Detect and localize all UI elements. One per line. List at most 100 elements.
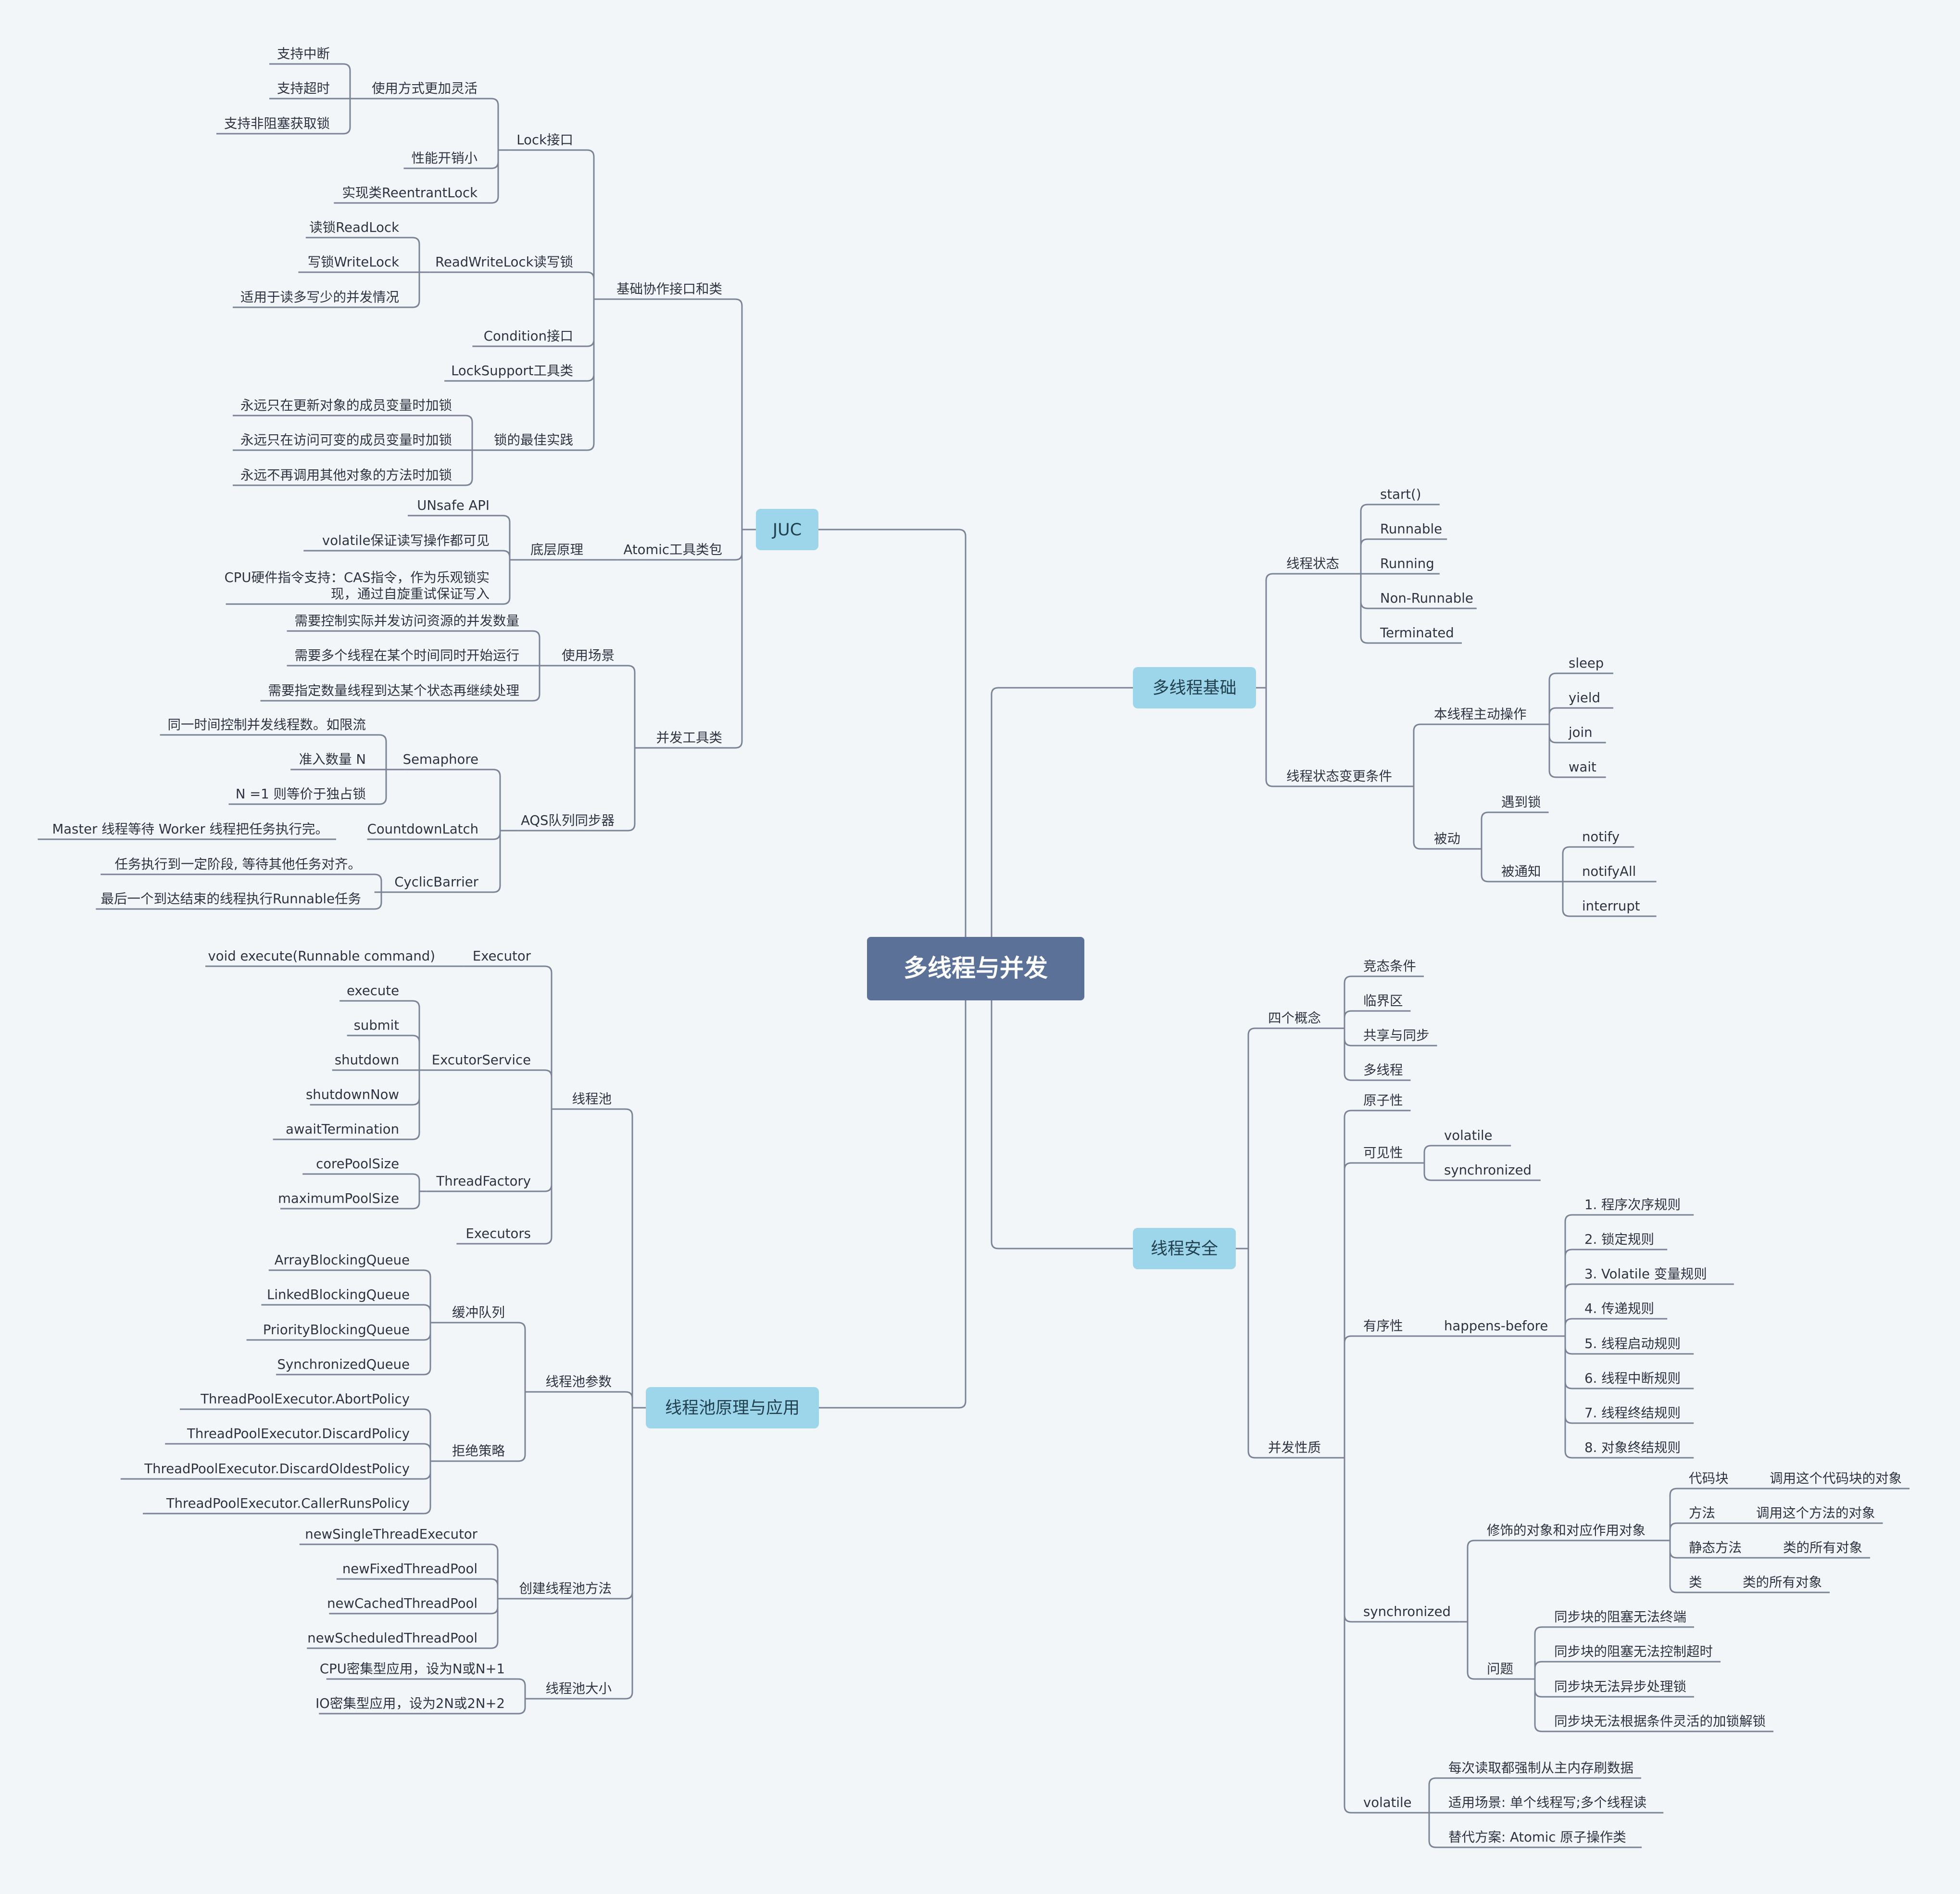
node-label: 最后一个到达结束的线程执行Runnable任务 [101,891,361,907]
connector-line [619,1408,633,1700]
node-label: newSingleThreadExecutor [305,1527,477,1542]
node-awaittermination: awaitTermination [273,1122,407,1140]
connector-line [497,550,511,560]
node-label: 使用方式更加灵活 [372,81,477,96]
node-label: newCachedThreadPool [327,1596,477,1611]
node-label: 读锁ReadLock [309,220,399,235]
node-label: ThreadFactory [436,1174,531,1189]
connector-line [417,1304,431,1323]
node-label: 6. 线程中断规则 [1584,1371,1681,1386]
connector-line [539,1069,553,1109]
node-: 同步块无法根据条件灵活的加锁解锁 [1546,1714,1773,1732]
node-label: LinkedBlockingQueue [267,1287,410,1302]
node-: 原子性 [1356,1093,1411,1111]
main-topic-label: 线程池原理与应用 [665,1399,800,1418]
node-2: 2. 锁定规则 [1577,1232,1668,1250]
connector-line [513,1678,526,1699]
root-topic-box [867,937,1084,1000]
connector-line [1344,1335,1356,1458]
connector-line [460,450,473,486]
node-: 调用这个方法的对象 [1748,1505,1883,1524]
connector-line [497,560,511,605]
node-label: Running [1380,556,1434,571]
main-topic-2: 多线程基础 [1133,667,1256,708]
node-: 线程状态 [1279,556,1347,575]
node-semaphore: Semaphore [403,752,486,770]
connector-line [1360,504,1372,574]
node-label: volatile [1363,1795,1412,1810]
node-label: 类的所有对象 [1743,1575,1822,1590]
node-label: newFixedThreadPool [342,1561,477,1577]
node-label: CPU硬件指令支持：CAS指令，作为乐观锁实 [225,570,490,585]
node-label: Semaphore [403,752,478,767]
node-: 调用这个代码块的对象 [1762,1471,1910,1490]
node-label: interrupt [1582,898,1640,914]
node-label: execute [347,983,399,998]
node-label: 线程池大小 [546,1681,612,1696]
node-label: 1. 程序次序规则 [1584,1197,1681,1212]
node-newfixedthreadpool: newFixedThreadPool [336,1561,485,1580]
connector-line [407,1191,420,1210]
node-submit: submit [347,1018,407,1036]
node-label: notify [1582,829,1620,845]
connector-line [485,1578,499,1599]
node-label: join [1568,725,1593,740]
node-: 共享与同步 [1356,1028,1437,1047]
connector-line [369,873,382,892]
node-label: 并发性质 [1268,1440,1321,1455]
node-: 类的所有对象 [1735,1575,1830,1593]
node-threadpoolexecutor-discardpolicy: ThreadPoolExecutor.DiscardPolicy [165,1426,417,1445]
node-: 使用方式更加灵活 [364,81,485,100]
node-synchronized: synchronized [1356,1604,1460,1623]
node-newsinglethreadexecutor: newSingleThreadExecutor [299,1527,485,1545]
node-label: CountdownLatch [367,821,478,837]
node-label: ThreadPoolExecutor.AbortPolicy [200,1391,410,1407]
node-label: 方法 [1689,1505,1715,1521]
connector-line [407,237,420,272]
connector-line [417,1443,431,1461]
node-: 并发工具类 [648,730,730,749]
node-label: 使用场景 [562,648,615,663]
node-label: synchronized [1363,1604,1451,1619]
node-: 基础协作接口和类 [609,281,730,300]
node-volatile: volatile [1436,1128,1511,1147]
node-5: 5. 线程启动规则 [1577,1336,1694,1355]
connector-line [527,630,540,666]
node-: 并发性质 [1260,1440,1329,1459]
connector-line [369,892,382,910]
connector-line [819,1000,967,1409]
connector-line [1344,1010,1356,1028]
node-label: 同步块无法异步处理锁 [1554,1679,1686,1694]
node-label: 共享与同步 [1363,1028,1430,1043]
node-readlock: 读锁ReadLock [305,220,407,239]
node-label: 拒绝策略 [452,1443,505,1459]
connector-line [1548,672,1561,724]
node-label: 性能开销小 [412,151,478,166]
node-6: 6. 线程中断规则 [1577,1371,1694,1389]
node-label: void execute(Runnable command) [208,948,435,964]
node-label: 2. 锁定规则 [1584,1232,1654,1247]
connector-line [338,63,351,99]
node-label: 被动 [1434,831,1460,846]
node-interrupt: interrupt [1574,898,1657,917]
node-: 同一时间控制并发线程数。如限流 [160,717,374,736]
node-: 类 [1681,1575,1710,1593]
node-: 类的所有对象 [1775,1540,1870,1559]
connector-line [1428,1777,1441,1813]
connector-line [485,1599,499,1649]
node-: 同步块无法异步处理锁 [1546,1679,1694,1698]
node-: 创建线程池方法 [511,1581,619,1600]
node-label: ReadWriteLock读写锁 [435,254,573,270]
connector-line [539,1109,553,1245]
connector-line [417,1408,431,1461]
node-: 有序性 [1356,1318,1411,1337]
node-: 支持非阻塞获取锁 [216,116,338,135]
node-threadfactory: ThreadFactory [427,1174,539,1192]
node-label: 竞态条件 [1363,959,1416,974]
node-label: maximumPoolSize [278,1191,399,1206]
node-label: 调用这个方法的对象 [1756,1505,1875,1521]
node-corepoolsize: corePoolSize [302,1156,407,1175]
node-label: volatile保证读写操作都可见 [322,533,490,548]
node-atomic: Atomic工具类包 [617,542,730,561]
node-: 可见性 [1356,1145,1411,1164]
